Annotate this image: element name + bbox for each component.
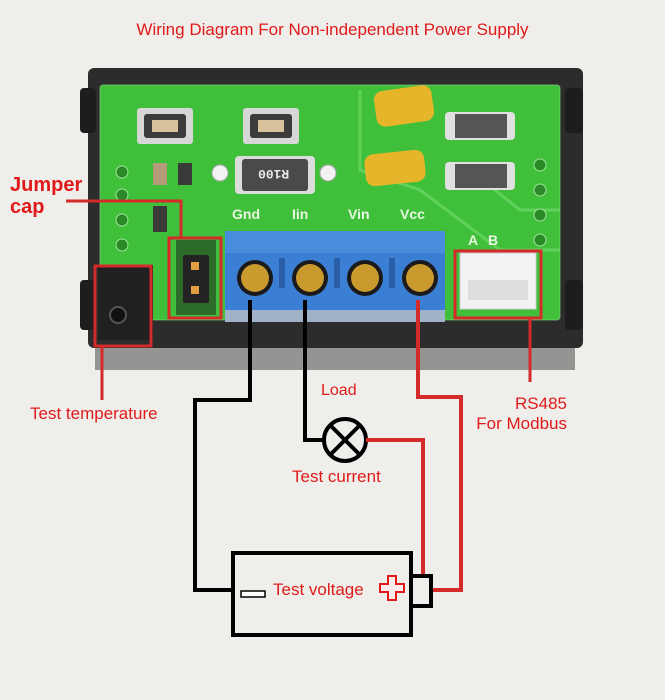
housing-clip-left-bottom — [80, 280, 96, 330]
diode-2 — [445, 162, 515, 190]
smd-resistor — [178, 163, 192, 185]
jumper-highlight-box — [167, 236, 223, 320]
test-temperature-label: Test temperature — [30, 404, 158, 423]
load-label: Load — [321, 382, 357, 399]
rs485-highlight-box — [453, 249, 543, 320]
terminal-label-iin: Iin — [292, 206, 309, 222]
temperature-sensor — [109, 306, 127, 324]
jumper-cap-label-line2: cap — [10, 196, 45, 218]
plus-sign-icon — [379, 575, 405, 601]
jumper-cap — [183, 255, 209, 303]
housing-clip-left-top — [80, 88, 96, 133]
terminal-block — [225, 231, 445, 322]
temperature-sensor-area — [98, 265, 153, 340]
jumper-cap-label-line1: Jumper — [10, 174, 83, 196]
terminal-label-gnd: Gnd — [232, 206, 260, 222]
minus-sign-icon — [240, 590, 266, 598]
tactile-button-1 — [137, 108, 193, 144]
jumper-cap-label: Jumper cap — [10, 174, 82, 218]
gnd-wire — [193, 300, 252, 592]
diagram-title: Wiring Diagram For Non-independent Power… — [136, 20, 529, 39]
load-to-positive-wire — [366, 438, 425, 578]
load-lamp-symbol — [322, 417, 368, 463]
terminal-label-vin: Vin — [348, 206, 370, 222]
housing-clip-right-top — [565, 88, 583, 133]
rs485-label: RS485 For Modbus — [470, 394, 567, 434]
shunt-resistor — [235, 156, 315, 194]
rs485-label-line1: RS485 — [515, 394, 567, 413]
test-current-label: Test current — [292, 467, 381, 486]
diode-1 — [445, 112, 515, 140]
battery-terminal — [409, 574, 433, 608]
rs485-label-line2: For Modbus — [476, 414, 567, 433]
vcc-wire — [416, 300, 463, 592]
yellow-capacitor-2 — [364, 149, 426, 187]
shunt-resistor-marking: R100 — [258, 166, 290, 181]
smd-capacitor — [153, 163, 167, 185]
iin-wire — [303, 300, 326, 442]
temperature-highlight-box — [93, 264, 153, 348]
terminal-label-vcc: Vcc — [400, 206, 425, 222]
smd-resistor-2 — [153, 206, 167, 232]
yellow-capacitor-1 — [373, 85, 435, 127]
jumper-leader-line — [66, 199, 183, 238]
rs485-pin-b: B — [488, 232, 499, 248]
tactile-button-2 — [243, 108, 299, 144]
housing-clip-right-bottom — [565, 280, 583, 330]
rs485-pin-a: A — [468, 232, 479, 248]
test-voltage-label: Test voltage — [273, 580, 364, 599]
